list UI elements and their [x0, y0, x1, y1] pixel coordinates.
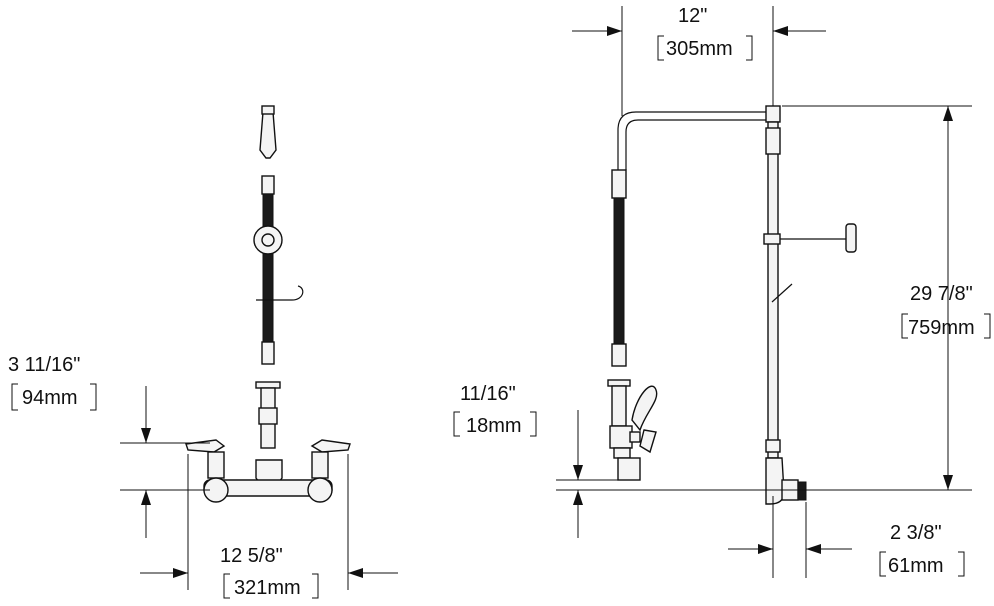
- front-width-dimension: 12 5/8" 321mm: [140, 454, 398, 599]
- side-reach-metric: 305mm: [666, 38, 733, 60]
- side-height-metric: 759mm: [908, 317, 975, 339]
- front-width-imperial: 12 5/8": [220, 545, 283, 567]
- front-height-dimension: 3 11/16" 94mm: [8, 354, 210, 538]
- side-height-imperial: 29 7/8": [910, 283, 973, 305]
- side-view-faucet: [607, 105, 857, 505]
- side-spout-metric: 18mm: [466, 415, 522, 437]
- side-wall-metric: 61mm: [888, 555, 944, 577]
- front-width-metric: 321mm: [234, 577, 301, 599]
- front-height-metric: 94mm: [22, 387, 78, 409]
- side-spout-dimension: 11/16" 18mm: [453, 383, 640, 538]
- side-wall-imperial: 2 3/8": [890, 522, 942, 544]
- side-spout-imperial: 11/16": [460, 383, 516, 405]
- front-view-faucet: [185, 105, 351, 503]
- side-reach-imperial: 12": [678, 5, 707, 27]
- front-height-imperial: 3 11/16": [8, 354, 80, 376]
- side-reach-dimension: 12" 305mm: [572, 5, 826, 116]
- side-wall-dimension: 2 3/8" 61mm: [728, 496, 965, 578]
- side-height-dimension: 29 7/8" 759mm: [556, 105, 991, 491]
